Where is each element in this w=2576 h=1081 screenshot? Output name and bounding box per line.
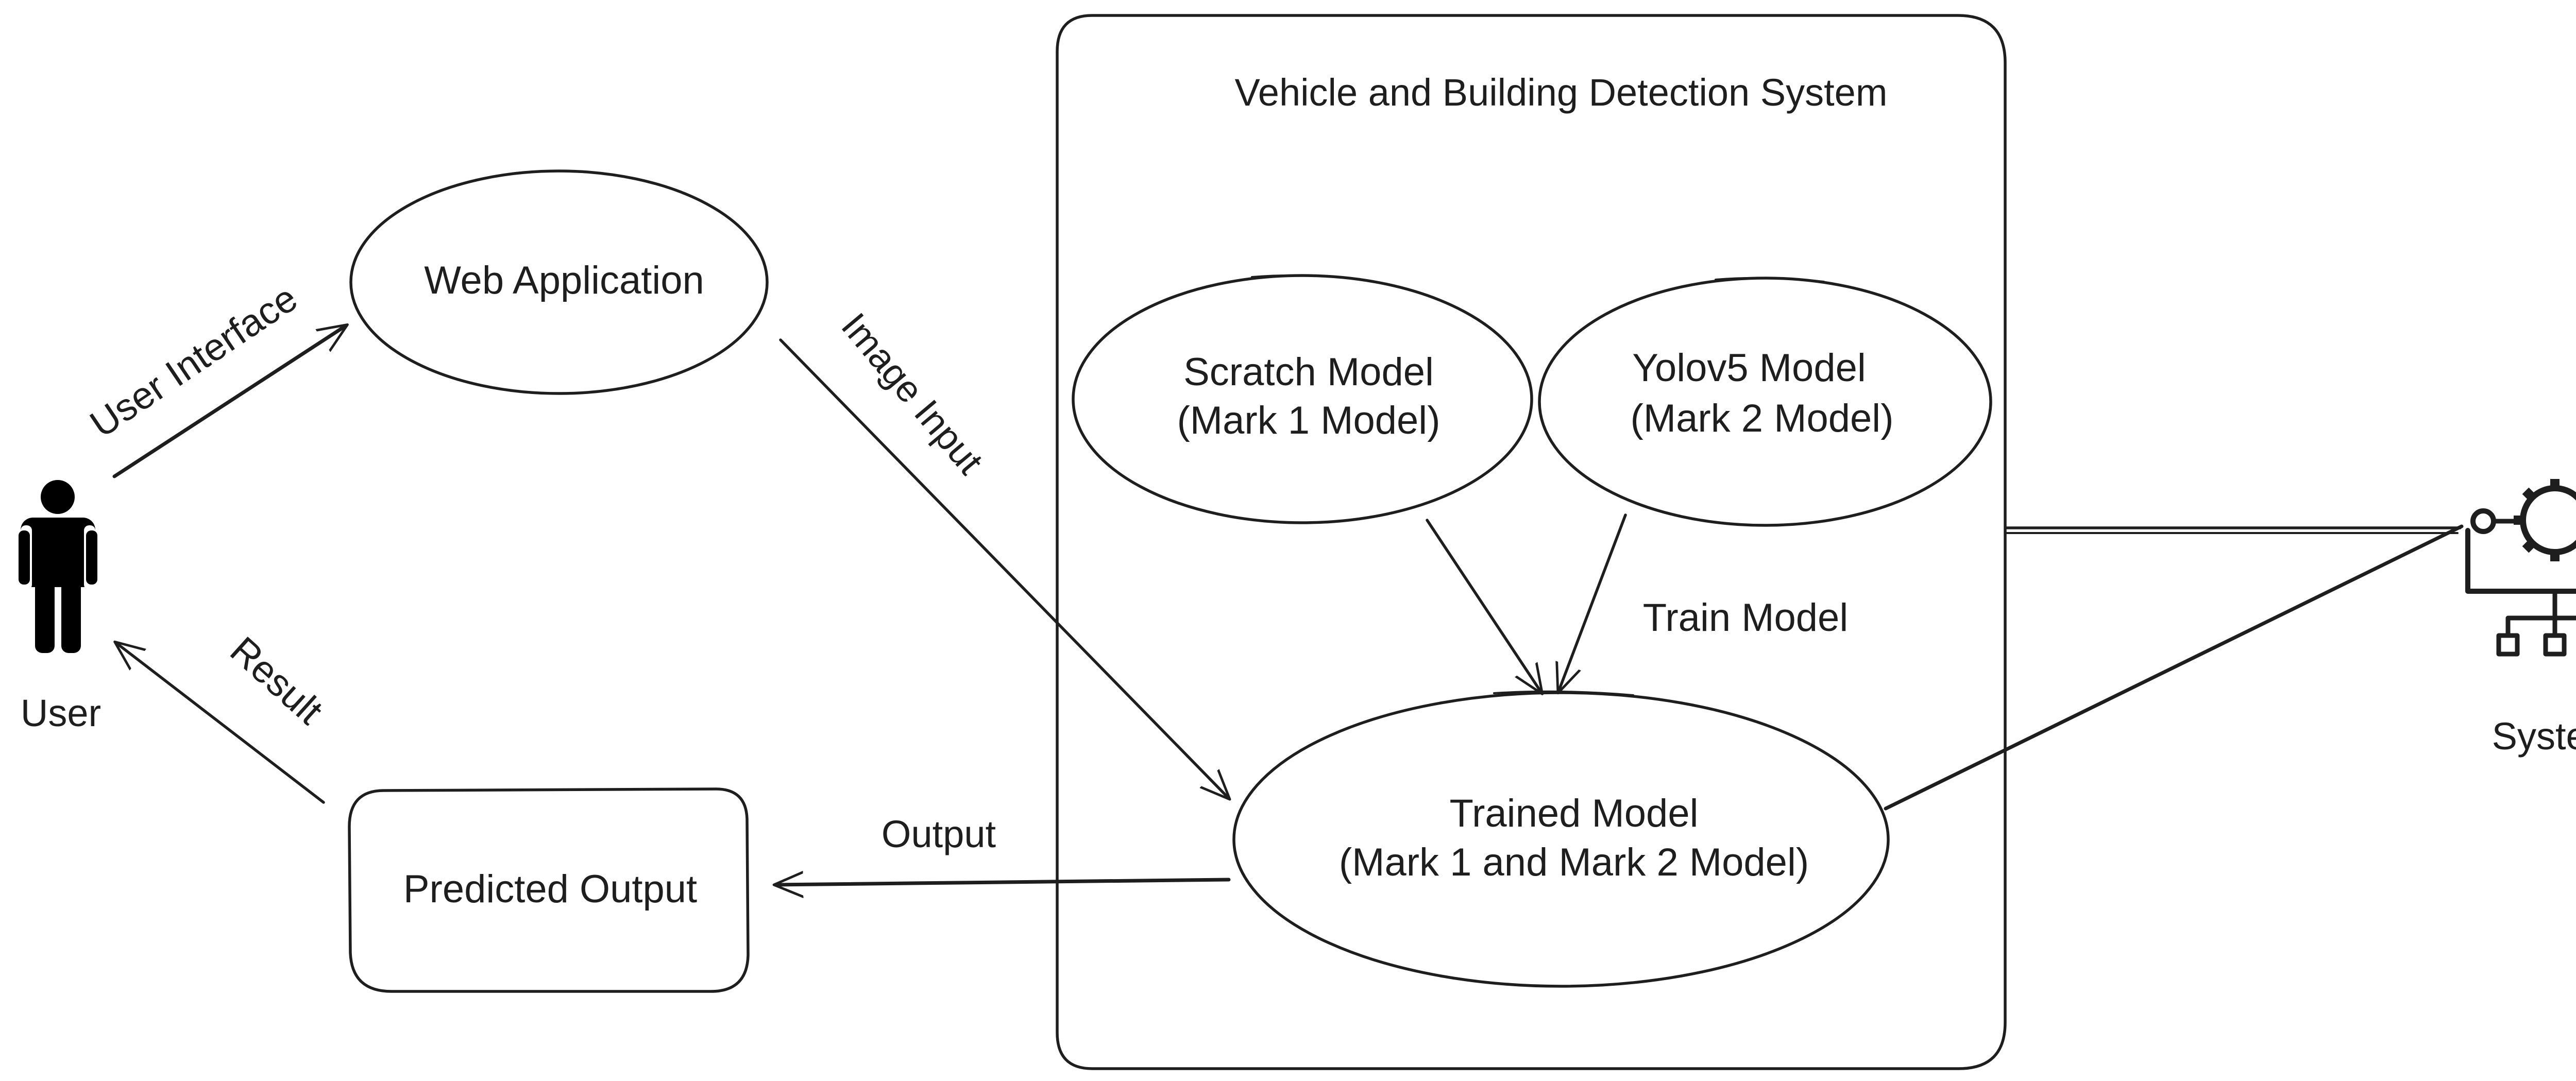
- edge-web-application-to-trained-model: [779, 338, 1229, 798]
- user-actor: User: [19, 480, 101, 734]
- scratch-model-usecase: Scratch Model (Mark 1 Model): [1072, 274, 1533, 524]
- edge-trained-to-predicted-output: [775, 880, 1231, 885]
- trained-model-usecase: Trained Model (Mark 1 and Mark 2 Model): [1232, 690, 1890, 988]
- edge-label-result: Result: [222, 628, 331, 732]
- system-label: System: [2492, 715, 2576, 758]
- scratch-model-sublabel: (Mark 1 Model): [1177, 399, 1440, 442]
- edge-label-train-model: Train Model: [1643, 596, 1848, 640]
- predicted-output-label: Predicted Output: [403, 867, 697, 911]
- scratch-model-label: Scratch Model: [1183, 350, 1434, 394]
- edge-user-to-web-application: [112, 325, 346, 478]
- web-application-label: Web Application: [424, 259, 704, 302]
- system-boundary: Vehicle and Building Detection System: [1056, 14, 2007, 1070]
- predicted-output-box: Predicted Output: [348, 787, 750, 993]
- association-boundary-to-system: [2005, 526, 2462, 534]
- trained-model-label: Trained Model: [1450, 792, 1699, 835]
- edge-label-user-interface: User Interface: [82, 277, 305, 446]
- yolov5-model-label: Yolov5 Model: [1632, 346, 1866, 390]
- web-application-usecase: Web Application: [349, 169, 769, 395]
- association-trained-model-to-system: [1884, 524, 2464, 811]
- edge-yolov5-to-trained: [1558, 513, 1627, 692]
- edge-label-output: Output: [882, 813, 996, 855]
- person-icon: [19, 480, 97, 653]
- system-actor: System: [2465, 479, 2576, 758]
- edge-predicted-output-to-user: [116, 643, 325, 804]
- system-boundary-title: Vehicle and Building Detection System: [1235, 71, 1888, 114]
- user-label: User: [21, 692, 101, 734]
- edge-label-image-input: Image Input: [834, 305, 991, 482]
- gear-network-icon: [2465, 479, 2576, 657]
- yolov5-model-sublabel: (Mark 2 Model): [1631, 397, 1894, 440]
- trained-model-sublabel: (Mark 1 and Mark 2 Model): [1339, 840, 1809, 884]
- edge-scratch-to-trained: [1426, 519, 1541, 693]
- yolov5-model-usecase: Yolov5 Model (Mark 2 Model): [1538, 277, 1992, 527]
